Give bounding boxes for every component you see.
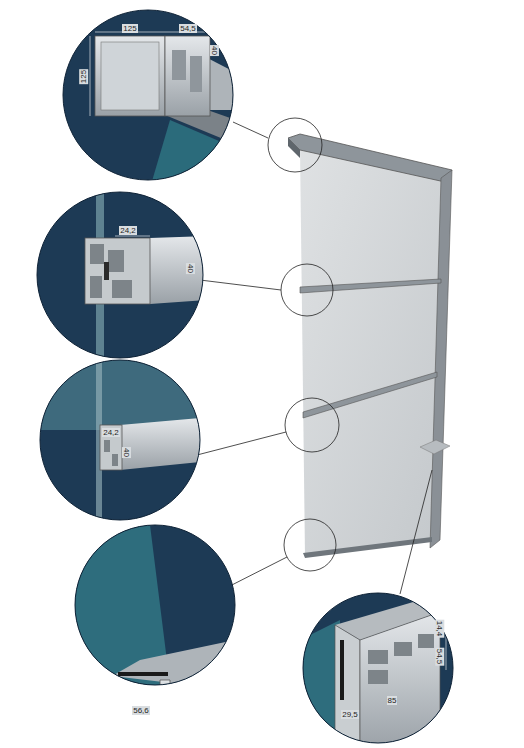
transom-profile [100, 425, 122, 470]
leader-line [400, 470, 432, 594]
leader-line [197, 432, 286, 455]
profile-chamber [418, 634, 434, 648]
detail-frame [75, 525, 235, 685]
dimension-line [115, 236, 150, 237]
dimension-label: 29,5 [341, 710, 359, 719]
bar-extrusion [120, 418, 200, 470]
right-post [430, 170, 452, 548]
glass-section [150, 120, 240, 188]
detail-frame [40, 360, 200, 520]
channel-profile [112, 680, 170, 700]
detail-marker [284, 519, 336, 571]
profile-chamber [104, 440, 110, 452]
dimension-label: 125 [79, 68, 88, 83]
dimension-label: 40 [210, 45, 219, 56]
transom-bar [300, 279, 441, 293]
dimension-line [90, 36, 91, 116]
glass-pane [300, 148, 445, 556]
detail-marker [285, 398, 339, 452]
dimension-label: 54,5 [435, 647, 444, 665]
transom-bar [303, 372, 437, 418]
detail-frame [63, 10, 233, 180]
transom-profile [85, 238, 150, 304]
tube-cavity [101, 42, 159, 110]
detail-glass-transom [40, 360, 200, 520]
post-profile [335, 625, 360, 748]
floor-fixing [420, 440, 450, 454]
leader-line [233, 122, 268, 138]
profile-chamber [394, 642, 412, 656]
dimension-label: 24,2 [102, 428, 120, 437]
top-rail [288, 134, 452, 182]
detail-frame [37, 192, 203, 358]
detail-marker [268, 118, 322, 172]
detail-ground [35, 190, 205, 360]
profile-chamber [368, 650, 388, 664]
dimension-label: 56,6 [132, 706, 150, 715]
bottom-channel [303, 537, 432, 558]
detail-transom-profile [35, 190, 205, 360]
profile-chamber [112, 280, 132, 298]
channel-top-face [112, 640, 235, 684]
dimension-label: 14,4 [435, 619, 444, 637]
detail-post-profile [300, 590, 460, 748]
profile-chamber [112, 454, 118, 466]
dimension-label: 24,2 [119, 226, 137, 235]
dimension-label: 40 [122, 447, 131, 458]
dimension-label: 54,5 [179, 24, 197, 33]
clamp-cavity [190, 56, 202, 92]
detail-ground [75, 525, 235, 685]
leader-line [200, 280, 281, 290]
dimension-line [112, 703, 170, 704]
detail-top-profile [60, 8, 250, 188]
clamp-cavity [172, 50, 186, 80]
main-panel [288, 134, 452, 558]
top-rail-front [288, 138, 300, 158]
dimension-label: 85 [387, 696, 398, 705]
gasket [104, 262, 109, 280]
detail-bottom-channel [75, 525, 235, 703]
bar-extrusion [150, 236, 205, 304]
post-profile [360, 612, 440, 748]
tube-profile [95, 36, 165, 116]
detail-ground [40, 360, 200, 520]
gasket [118, 672, 168, 676]
profile-chamber [108, 250, 124, 272]
dimension-line [446, 612, 447, 670]
clamp-profile [165, 36, 210, 116]
detail-ground [300, 590, 460, 748]
detail-marker [281, 264, 333, 316]
callout-leaders [197, 118, 432, 594]
detail-frame [303, 593, 453, 743]
dimension-label: 125 [122, 24, 137, 33]
glass-section [40, 360, 200, 430]
gasket [340, 640, 344, 700]
profile-chamber [368, 670, 388, 684]
profile-chamber [90, 276, 102, 298]
profile-chamber [90, 244, 104, 264]
dimension-label: 40 [186, 263, 195, 274]
